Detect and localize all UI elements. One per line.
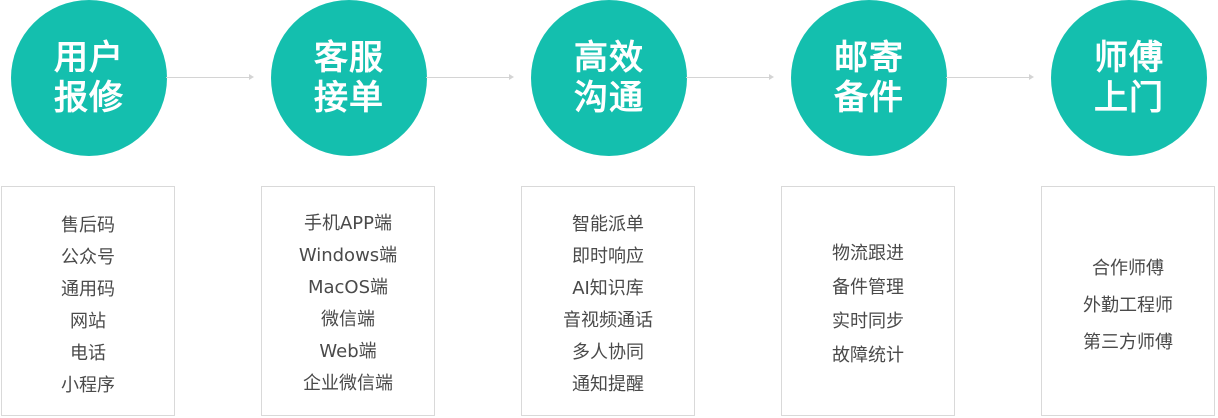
list-item: 通用码: [61, 279, 115, 300]
step-item-list: 手机APP端 Windows端 MacOS端 微信端 Web端 企业微信端: [262, 208, 434, 400]
list-item: 多人协同: [572, 342, 644, 363]
arrow-right-icon: [249, 74, 254, 80]
step-title-line: 接单: [314, 78, 384, 118]
step-title-line: 用户: [54, 38, 124, 78]
step-item-list: 智能派单 即时响应 AI知识库 音视频通话 多人协同 通知提醒: [522, 209, 694, 401]
step-circle: 邮寄 备件: [791, 0, 947, 156]
flow-connector-4: [946, 77, 1030, 78]
step-title-line: 上门: [1094, 78, 1164, 118]
step-item-list: 物流跟进 备件管理 实时同步 故障统计: [782, 237, 954, 373]
process-step-3: 高效 沟通 智能派单 即时响应 AI知识库 音视频通话 多人协同 通知提醒: [521, 0, 697, 418]
step-detail-panel: 手机APP端 Windows端 MacOS端 微信端 Web端 企业微信端: [261, 186, 435, 416]
list-item: 第三方师傅: [1083, 332, 1173, 353]
process-step-4: 邮寄 备件 物流跟进 备件管理 实时同步 故障统计: [781, 0, 957, 418]
list-item: 企业微信端: [303, 373, 393, 394]
step-detail-panel: 智能派单 即时响应 AI知识库 音视频通话 多人协同 通知提醒: [521, 186, 695, 416]
list-item: 备件管理: [832, 277, 904, 298]
list-item: 实时同步: [832, 311, 904, 332]
list-item: Windows端: [298, 245, 398, 266]
list-item: 外勤工程师: [1083, 295, 1173, 316]
step-title-line: 沟通: [574, 78, 644, 118]
arrow-right-icon: [1029, 74, 1034, 80]
step-detail-panel: 售后码 公众号 通用码 网站 电话 小程序: [1, 186, 175, 416]
list-item: 电话: [70, 343, 106, 364]
step-title-line: 邮寄: [834, 38, 904, 78]
step-title-line: 师傅: [1094, 38, 1164, 78]
list-item: 小程序: [61, 375, 115, 396]
list-item: Web端: [319, 341, 377, 362]
list-item: 音视频通话: [563, 310, 653, 331]
arrow-right-icon: [509, 74, 514, 80]
list-item: 售后码: [61, 215, 115, 236]
step-circle: 用户 报修: [11, 0, 167, 156]
step-title-line: 备件: [834, 78, 904, 118]
step-item-list: 售后码 公众号 通用码 网站 电话 小程序: [2, 210, 174, 402]
list-item: 手机APP端: [303, 213, 393, 234]
list-item: 公众号: [61, 247, 115, 268]
list-item: 通知提醒: [572, 374, 644, 395]
step-title-line: 报修: [54, 78, 124, 118]
list-item: 合作师傅: [1092, 258, 1164, 279]
step-circle: 师傅 上门: [1051, 0, 1207, 156]
step-item-list: 合作师傅 外勤工程师 第三方师傅: [1042, 250, 1214, 361]
list-item: 智能派单: [572, 214, 644, 235]
flow-connector-3: [686, 77, 770, 78]
step-circle: 客服 接单: [271, 0, 427, 156]
step-title-line: 高效: [574, 38, 644, 78]
list-item: 即时响应: [572, 246, 644, 267]
list-item: MacOS端: [307, 277, 389, 298]
process-step-1: 用户 报修 售后码 公众号 通用码 网站 电话 小程序: [1, 0, 177, 418]
process-step-5: 师傅 上门 合作师傅 外勤工程师 第三方师傅: [1041, 0, 1217, 418]
process-step-2: 客服 接单 手机APP端 Windows端 MacOS端 微信端 Web端 企业…: [261, 0, 437, 418]
step-detail-panel: 合作师傅 外勤工程师 第三方师傅: [1041, 186, 1215, 416]
list-item: 故障统计: [832, 345, 904, 366]
flow-connector-1: [166, 77, 250, 78]
list-item: 网站: [70, 311, 106, 332]
flow-connector-2: [426, 77, 510, 78]
list-item: 物流跟进: [832, 243, 904, 264]
arrow-right-icon: [769, 74, 774, 80]
step-title-line: 客服: [314, 38, 384, 78]
step-detail-panel: 物流跟进 备件管理 实时同步 故障统计: [781, 186, 955, 416]
list-item: AI知识库: [572, 278, 644, 299]
list-item: 微信端: [321, 309, 375, 330]
step-circle: 高效 沟通: [531, 0, 687, 156]
